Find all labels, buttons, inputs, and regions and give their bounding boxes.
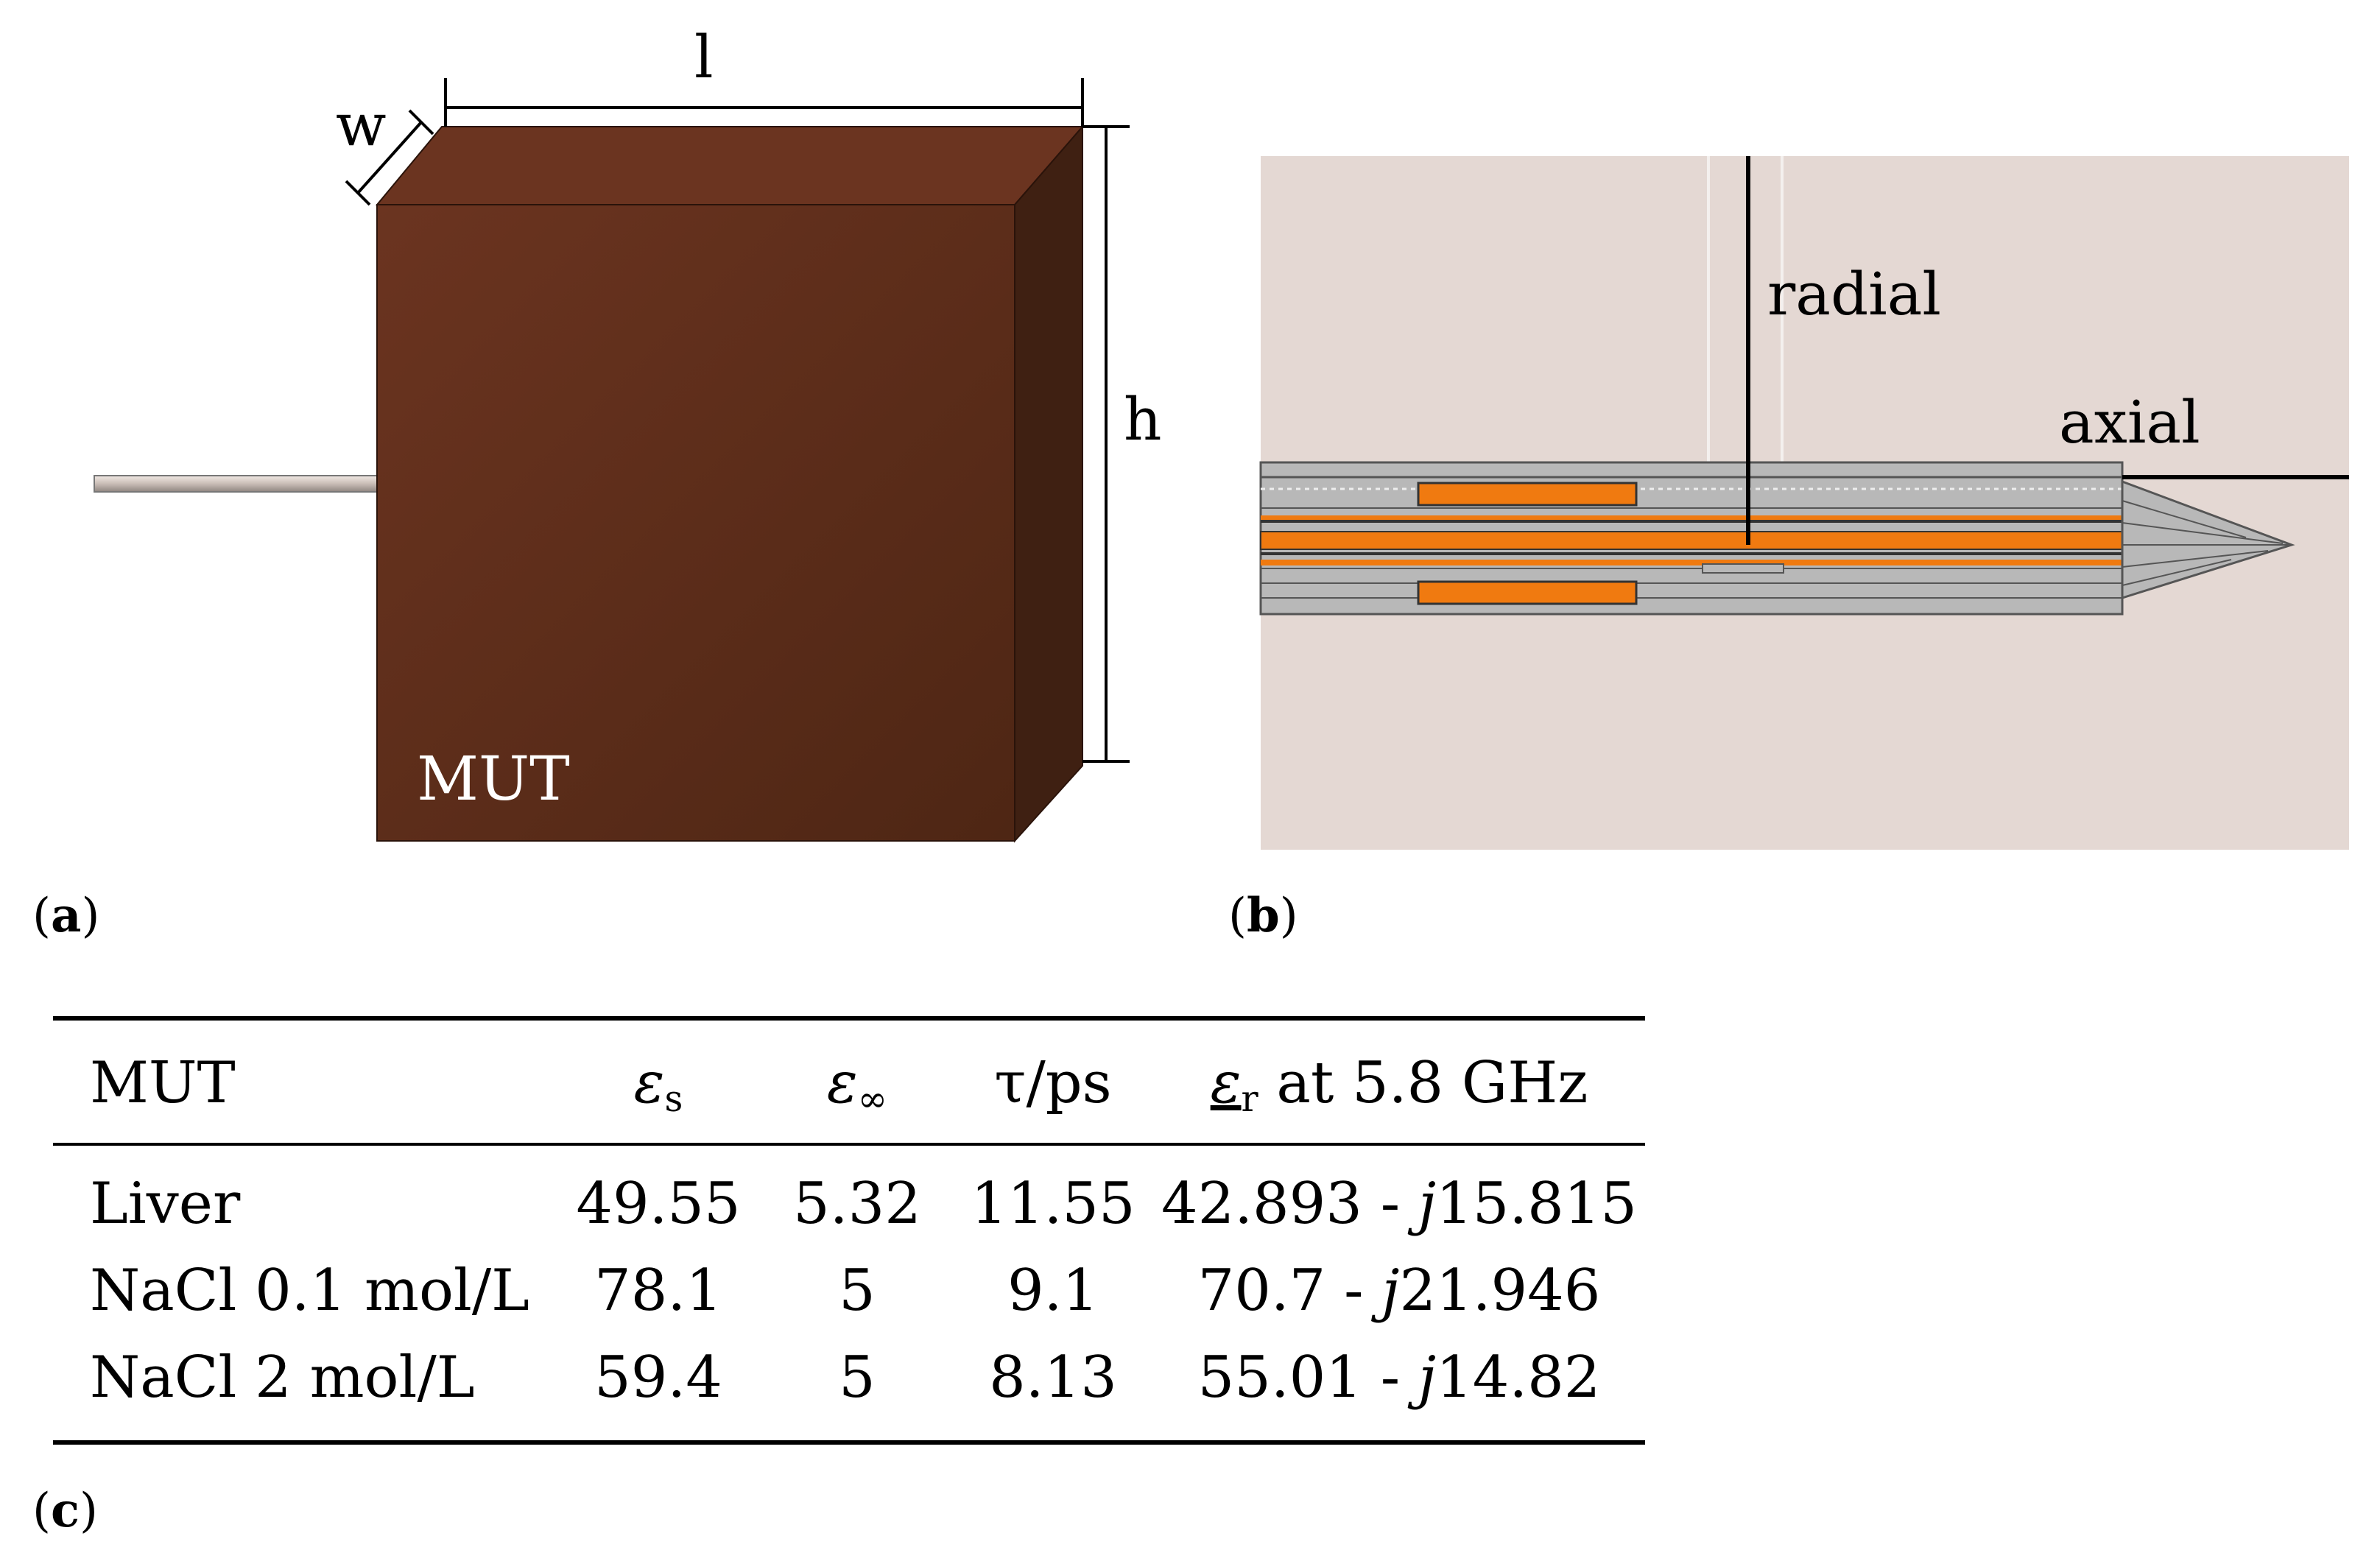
cell-eps-s: 59.4 [594, 1345, 722, 1411]
axial-label: axial [2059, 388, 2200, 457]
cell-mut: Liver [90, 1171, 241, 1237]
header-eps-r: εr at 5.8 GHz [1210, 1050, 1588, 1121]
dim-length-label: l [694, 23, 714, 91]
radial-label: radial [1767, 260, 1942, 328]
cell-eps-s: 78.1 [594, 1258, 722, 1324]
cell-tau: 9.1 [1007, 1258, 1099, 1324]
dimension-width [345, 109, 434, 206]
dimension-length [444, 78, 1084, 127]
panel-label-b: (b) [1228, 888, 1298, 943]
block-front-face [376, 204, 1015, 842]
cell-eps-r: 42.893 - j15.815 [1161, 1171, 1637, 1237]
header-tau: τ/ps [994, 1050, 1112, 1116]
cell-eps-s: 49.55 [576, 1171, 741, 1237]
probe-body [1259, 461, 2124, 616]
cell-eps-r: 55.01 - j14.82 [1197, 1345, 1601, 1411]
cell-eps-inf: 5.32 [793, 1171, 921, 1237]
header-eps-s: εs [633, 1050, 683, 1121]
table-bottom-rule [53, 1440, 1645, 1445]
cell-tau: 8.13 [989, 1345, 1117, 1411]
header-mut: MUT [90, 1050, 236, 1116]
header-eps-inf: ε∞ [826, 1050, 888, 1121]
panel-label-a: (a) [32, 888, 100, 943]
cell-eps-inf: 5 [839, 1345, 876, 1411]
block-label: MUT [417, 744, 570, 814]
table-top-rule [53, 1016, 1645, 1021]
cell-eps-inf: 5 [839, 1258, 876, 1324]
table-header-rule [53, 1143, 1645, 1146]
probe-tip [2121, 479, 2295, 600]
cell-mut: NaCl 2 mol/L [90, 1345, 475, 1411]
cell-tau: 11.55 [971, 1171, 1136, 1237]
cell-eps-r: 70.7 - j21.946 [1197, 1258, 1601, 1324]
dim-width-label: w [336, 91, 387, 159]
dimension-height [1082, 125, 1130, 763]
panel-label-c: (c) [32, 1483, 98, 1538]
cell-mut: NaCl 0.1 mol/L [90, 1258, 529, 1324]
dim-height-label: h [1124, 385, 1162, 454]
